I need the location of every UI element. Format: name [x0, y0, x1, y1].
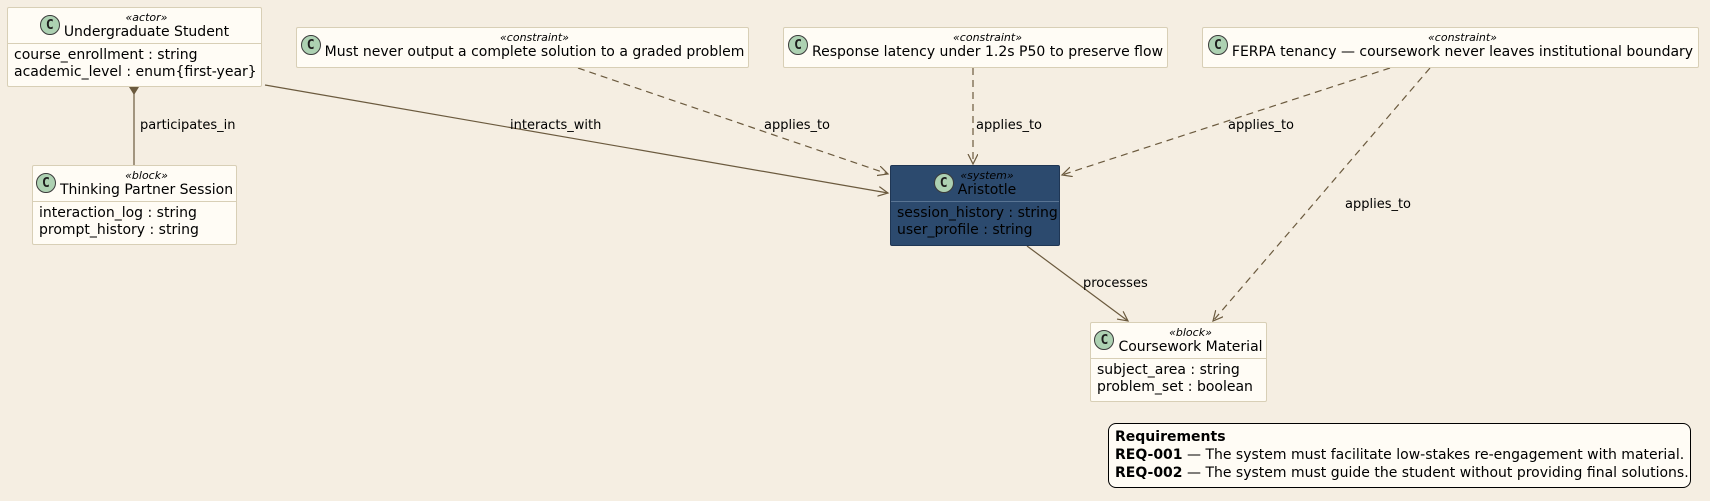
attribute-list: course_enrollment : string academic_leve… — [8, 43, 261, 85]
node-name: Must never output a complete solution to… — [324, 44, 745, 60]
requirement-id: REQ-002 — [1115, 465, 1183, 481]
edge-interacts-with — [264, 84, 888, 193]
node-undergraduate-student[interactable]: C «actor» Undergraduate Student course_e… — [7, 7, 262, 87]
attribute: subject_area : string — [1097, 362, 1240, 378]
requirement-item: REQ-002 — The system must guide the stud… — [1115, 464, 1689, 482]
class-c-icon: C — [787, 35, 808, 55]
node-constraint-latency[interactable]: C «constraint» Response latency under 1.… — [783, 27, 1168, 68]
class-c-icon: C — [300, 35, 321, 55]
class-c-icon: C — [1207, 35, 1228, 55]
requirement-item: REQ-001 — The system must facilitate low… — [1115, 446, 1684, 464]
stereotype: «constraint» — [500, 31, 569, 44]
attribute: session_history : string — [897, 205, 1058, 221]
stereotype: «block» — [1169, 326, 1212, 339]
node-name: Thinking Partner Session — [59, 182, 234, 198]
node-constraint-ferpa[interactable]: C «constraint» FERPA tenancy — coursewor… — [1202, 27, 1699, 68]
node-header: C «constraint» FERPA tenancy — coursewor… — [1203, 28, 1698, 63]
edge-applies-to-1 — [577, 67, 888, 174]
class-c-icon: C — [39, 15, 60, 35]
edge-label-participates-in: participates_in — [140, 118, 236, 133]
node-name: Undergraduate Student — [63, 24, 230, 40]
attribute: user_profile : string — [897, 222, 1033, 238]
class-c-icon: C — [1094, 330, 1115, 350]
node-header: C «block» Thinking Partner Session — [33, 166, 236, 201]
node-thinking-partner-session[interactable]: C «block» Thinking Partner Session inter… — [32, 165, 237, 245]
attribute-list: session_history : string user_profile : … — [891, 201, 1059, 243]
requirement-text: — The system must guide the student with… — [1182, 465, 1689, 481]
attribute: problem_set : boolean — [1097, 379, 1253, 395]
class-c-icon: C — [933, 173, 954, 193]
node-header: C «constraint» Must never output a compl… — [297, 28, 748, 63]
node-header: C «system» Aristotle — [891, 166, 1059, 201]
stereotype: «block» — [125, 169, 168, 182]
attribute: prompt_history : string — [39, 222, 199, 238]
edge-applies-to-4 — [1213, 67, 1431, 321]
node-header: C «constraint» Response latency under 1.… — [784, 28, 1167, 63]
node-header: C «actor» Undergraduate Student — [8, 8, 261, 43]
edge-label-processes: processes — [1083, 276, 1148, 291]
edge-label-applies-to-2: applies_to — [976, 118, 1043, 133]
attribute: academic_level : enum{first-year} — [14, 64, 257, 80]
node-name: Aristotle — [957, 182, 1017, 198]
note-title: Requirements — [1115, 429, 1226, 445]
requirement-id: REQ-001 — [1115, 447, 1183, 463]
attribute: interaction_log : string — [39, 205, 197, 221]
node-constraint-no-solution[interactable]: C «constraint» Must never output a compl… — [296, 27, 749, 68]
attribute-list: interaction_log : string prompt_history … — [33, 201, 236, 243]
stereotype: «system» — [960, 169, 1014, 182]
stereotype: «constraint» — [953, 31, 1022, 44]
node-aristotle-system[interactable]: C «system» Aristotle session_history : s… — [890, 165, 1060, 246]
edge-label-applies-to-3: applies_to — [1228, 118, 1295, 133]
edge-label-applies-to-4: applies_to — [1345, 197, 1412, 212]
attribute: course_enrollment : string — [14, 47, 198, 63]
edge-processes — [1026, 245, 1128, 321]
requirement-text: — The system must facilitate low-stakes … — [1182, 447, 1685, 463]
node-name: FERPA tenancy — coursework never leaves … — [1231, 44, 1694, 60]
edge-label-applies-to-1: applies_to — [764, 118, 831, 133]
edge-label-interacts-with: interacts_with — [510, 118, 602, 133]
stereotype: «constraint» — [1428, 31, 1497, 44]
node-coursework-material[interactable]: C «block» Coursework Material subject_ar… — [1090, 322, 1267, 402]
node-name: Response latency under 1.2s P50 to prese… — [811, 44, 1164, 60]
stereotype: «actor» — [125, 11, 168, 24]
attribute-list: subject_area : string problem_set : bool… — [1091, 358, 1266, 400]
edge-applies-to-3 — [1062, 67, 1391, 175]
requirements-note: Requirements REQ-001 — The system must f… — [1108, 423, 1691, 488]
class-c-icon: C — [35, 173, 56, 193]
node-name: Coursework Material — [1118, 339, 1263, 355]
node-header: C «block» Coursework Material — [1091, 323, 1266, 358]
